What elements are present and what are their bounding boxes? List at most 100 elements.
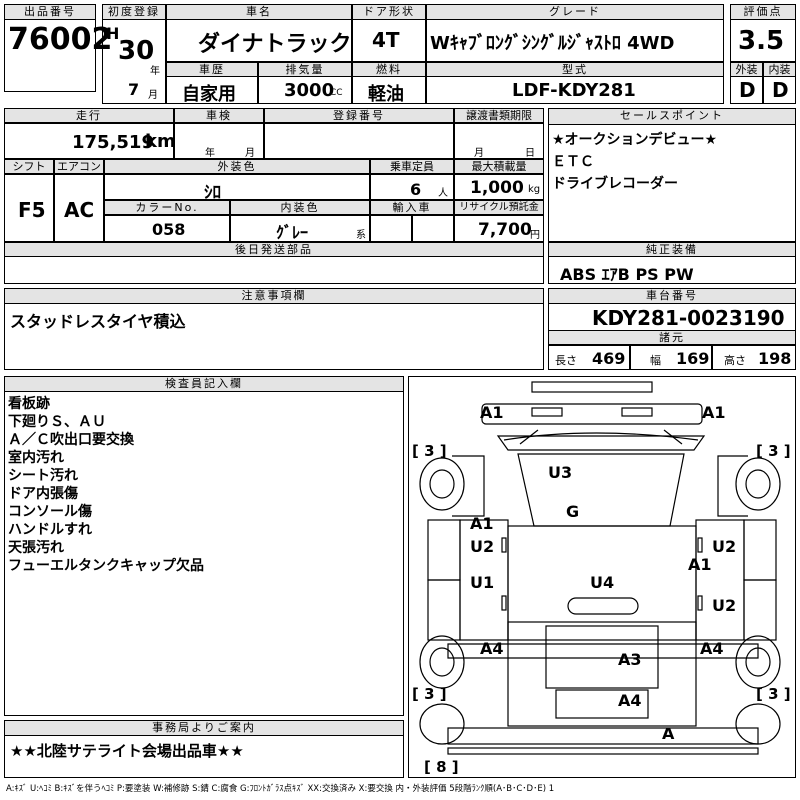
cab-floor — [507, 525, 697, 641]
shift: F5 — [18, 198, 46, 222]
reg-year: 30 — [118, 36, 155, 66]
later-parts-label: 後日発送部品 — [4, 242, 544, 257]
front-left-wheel — [429, 469, 455, 499]
width: 169 — [676, 349, 710, 368]
damage-mark: G — [566, 502, 580, 521]
mileage: 175,519 — [72, 132, 154, 153]
front-left-tyre — [419, 457, 465, 511]
ac-label: エアコン — [54, 159, 104, 174]
car-name-label: 車名 — [166, 4, 352, 20]
damage-mark: U2 — [712, 596, 737, 615]
sales-points-list: ★オークションデビュー★ ＥＴＣ ドライブレコーダー — [552, 131, 717, 193]
color-no-cell — [104, 215, 230, 242]
ext-label: 外装 — [730, 62, 763, 77]
recycle-cell — [454, 215, 544, 242]
front-right-tyre — [735, 457, 781, 511]
interior-suffix: 系 — [356, 230, 366, 241]
damage-mark: [ 3 ] — [756, 442, 791, 460]
sales-points-label: セールスポイント — [548, 108, 796, 125]
damage-mark: A1 — [470, 514, 494, 533]
inspector-item: ハンドルすれ — [8, 522, 92, 538]
displacement: 3000 — [284, 80, 335, 101]
inspector-item: 天張汚れ — [8, 540, 64, 556]
lot-number-label: 出品番号 — [4, 4, 96, 20]
inspector-item: 下廻りＳ、ＡＵ — [8, 414, 106, 430]
capacity-label: 乗車定員 — [370, 159, 454, 174]
recycle-label: リサイクル預託金 — [454, 200, 544, 215]
month-unit: 月 — [148, 90, 158, 101]
year-unit: 年 — [150, 66, 160, 77]
damage-mark: U3 — [548, 463, 573, 482]
import-label: 輸入車 — [370, 200, 454, 215]
length: 469 — [592, 349, 626, 368]
damage-mark: U2 — [470, 537, 495, 556]
front-cab — [481, 403, 703, 425]
left-handle-rear — [501, 595, 507, 611]
inspector-list: 看板跡 下廻りＳ、ＡＵ Ａ／Ｃ吹出口要交換 室内汚れ シート汚れ ドア内張傷 コ… — [8, 395, 204, 575]
inspector-label: 検査員記入欄 — [4, 376, 404, 392]
sales-point-item: ＥＴＣ — [552, 154, 594, 170]
interior-color-cell — [230, 215, 370, 242]
height-label: 高さ — [724, 354, 746, 367]
capacity-cell — [370, 174, 454, 200]
score: 3.5 — [738, 26, 785, 56]
legend: A:ｷｽﾞ U:ﾍｺﾐ B:ｷｽﾞを伴うﾍｺﾐ P:要塗装 W:補修跡 S:錆 … — [6, 784, 555, 794]
ac-cell — [54, 174, 104, 242]
transfer-label: 譲渡書類期限 — [454, 108, 544, 123]
lot-number: 76002 — [8, 22, 113, 57]
left-fender — [452, 455, 485, 517]
office-label: 事務局よりご案内 — [4, 720, 404, 736]
interior-color-label: 内装色 — [230, 200, 370, 215]
int-label: 内装 — [763, 62, 796, 77]
wipers — [519, 429, 683, 445]
tailgate-panel — [555, 689, 649, 719]
left-handle-front — [501, 537, 507, 553]
damage-mark: [ 3 ] — [756, 685, 791, 703]
regno-label: 登録番号 — [264, 108, 454, 123]
right-handle-rear — [697, 595, 703, 611]
rear-window — [567, 597, 639, 615]
score-label: 評価点 — [730, 4, 796, 20]
front-grille-right — [621, 407, 653, 417]
damage-diagram — [408, 376, 796, 778]
notes-label: 注意事項欄 — [4, 288, 544, 304]
damage-mark: U2 — [712, 537, 737, 556]
spare-left-tyre — [419, 703, 465, 745]
height: 198 — [758, 349, 792, 368]
transfer-cell — [454, 123, 544, 159]
max-load-cell — [454, 174, 544, 200]
shift-cell — [4, 174, 54, 242]
length-label: 長さ — [555, 354, 577, 367]
right-front-door — [743, 519, 777, 581]
windshield-frame — [496, 435, 706, 451]
capacity: 6 — [410, 180, 422, 199]
height-cell — [712, 345, 796, 370]
mileage-label: 走行 — [4, 108, 174, 123]
inspector-item: ドア内張傷 — [8, 486, 78, 502]
recycle: 7,700 — [478, 220, 532, 240]
damage-mark: [ 3 ] — [412, 442, 447, 460]
rear-bumper — [447, 727, 759, 745]
rear-left-wheel — [429, 647, 455, 677]
damage-mark: U4 — [590, 573, 615, 592]
import-cell-a — [370, 215, 412, 242]
inspection-label: 車検 — [174, 108, 264, 123]
inspector-item: 室内汚れ — [8, 450, 64, 466]
capacity-unit: 人 — [438, 188, 448, 199]
front-grille-left — [531, 407, 563, 417]
import-cell-b — [412, 215, 454, 242]
color-no-label: カラーNo. — [104, 200, 230, 215]
right-fender — [717, 455, 748, 517]
exterior-color: ｼﾛ — [204, 183, 221, 203]
mileage-cell — [4, 123, 174, 159]
damage-mark: A1 — [688, 555, 712, 574]
shift-label: シフト — [4, 159, 54, 174]
history: 自家用 — [182, 84, 236, 105]
exterior-color-cell — [104, 174, 370, 200]
rear-right-tyre — [735, 635, 781, 689]
front-bumper — [531, 381, 653, 393]
inspection-cell — [174, 123, 264, 159]
max-load: 1,000 — [470, 178, 524, 198]
door-type: 4T — [372, 28, 400, 52]
cc-unit: CC — [330, 88, 343, 98]
